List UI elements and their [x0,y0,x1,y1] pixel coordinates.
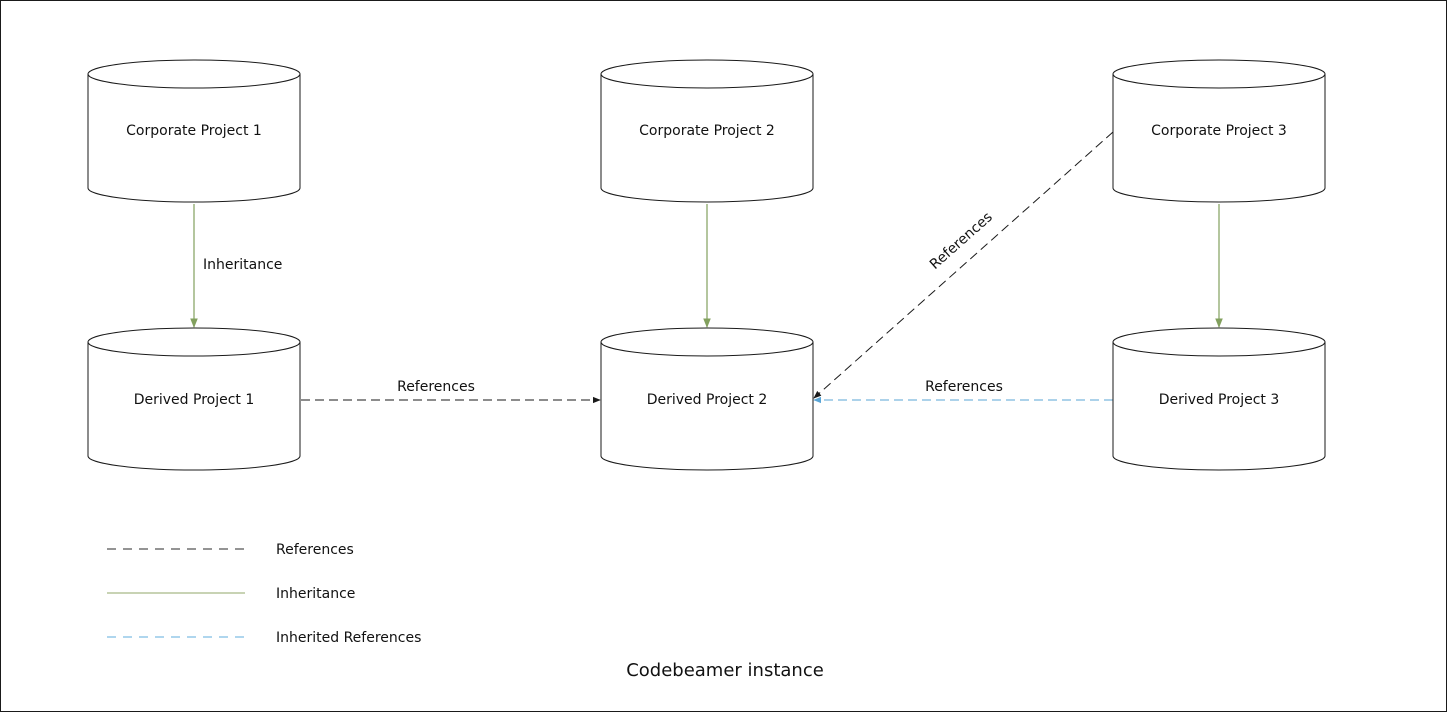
legend-label-inheritance: Inheritance [276,586,355,602]
node-label: Corporate Project 2 [639,123,775,139]
node-label: Derived Project 3 [1159,392,1280,408]
node-corporate-project-2: Corporate Project 2 [600,59,814,203]
edge-label-references-dp3-dp2: References [925,379,1003,395]
node-label: Derived Project 1 [134,392,255,408]
diagram-caption: Codebeamer instance [626,660,824,681]
node-label: Corporate Project 3 [1151,123,1287,139]
edge-label-inheritance: Inheritance [203,257,282,273]
node-derived-project-3: Derived Project 3 [1112,327,1326,471]
node-derived-project-2: Derived Project 2 [600,327,814,471]
legend-label-references: References [276,542,354,558]
legend-label-inherited-references: Inherited References [276,630,421,646]
edge-label-references-dp1-dp2: References [397,379,475,395]
node-derived-project-1: Derived Project 1 [87,327,301,471]
node-corporate-project-3: Corporate Project 3 [1112,59,1326,203]
node-label: Corporate Project 1 [126,123,262,139]
node-corporate-project-1: Corporate Project 1 [87,59,301,203]
edge-references-cp3-dp2 [813,131,1114,399]
node-label: Derived Project 2 [647,392,768,408]
legend: References Inheritance Inherited Referen… [107,542,421,646]
